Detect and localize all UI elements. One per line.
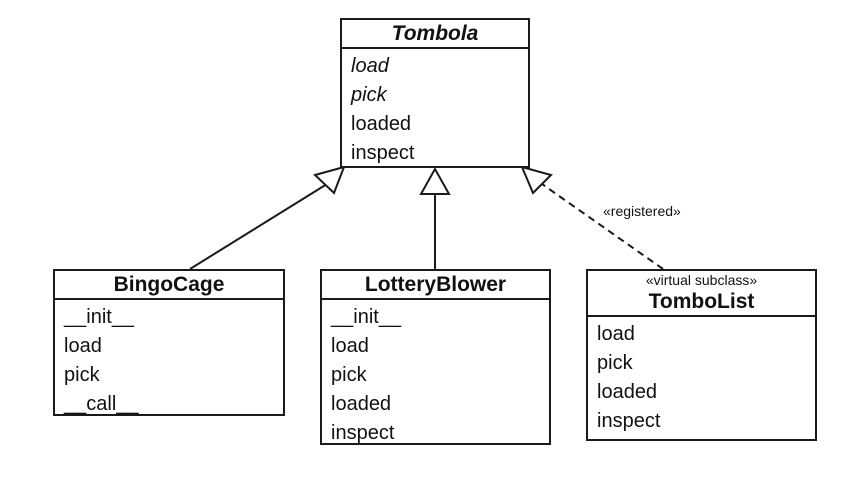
lotteryblower-inheritance-arrowhead bbox=[419, 166, 451, 195]
method-lotteryblower-loaded: loaded bbox=[331, 393, 392, 415]
method-bingocage-init: __init__ bbox=[64, 306, 135, 328]
tombolist-registration-line bbox=[541, 183, 664, 270]
class-stereotype-tombolist: «virtual subclass» bbox=[645, 272, 758, 288]
method-tombolist-pick: pick bbox=[597, 352, 633, 374]
class-name-tombola: Tombola bbox=[391, 22, 479, 45]
method-list-tombolist: load pick loaded inspect bbox=[588, 317, 815, 438]
method-lotteryblower-load: load bbox=[331, 335, 369, 357]
class-box-bingocage: BingoCage __init__ load pick __call__ bbox=[53, 269, 285, 416]
tombolist-registration-arrowhead bbox=[520, 165, 553, 195]
method-list-bingocage: __init__ load pick __call__ bbox=[55, 300, 283, 421]
method-bingocage-load: load bbox=[64, 335, 102, 357]
class-name-lotteryblower: LotteryBlower bbox=[364, 273, 507, 296]
method-tombolist-loaded: loaded bbox=[597, 381, 658, 403]
method-tombola-loaded: loaded bbox=[351, 113, 412, 135]
bingocage-inheritance-arrowhead bbox=[313, 165, 346, 195]
method-lotteryblower-inspect: inspect bbox=[331, 422, 395, 444]
method-bingocage-call: __call__ bbox=[64, 393, 139, 415]
method-bingocage-pick: pick bbox=[64, 364, 100, 386]
class-box-tombola: Tombola load pick loaded inspect bbox=[340, 18, 530, 168]
method-list-tombola: load pick loaded inspect bbox=[342, 49, 528, 170]
method-tombola-pick: pick bbox=[351, 84, 387, 106]
class-header-tombolist: «virtual subclass» TomboList bbox=[588, 271, 815, 317]
registered-relation-label: «registered» bbox=[603, 203, 681, 219]
class-name-tombolist: TomboList bbox=[648, 290, 755, 313]
method-list-lotteryblower: __init__ load pick loaded inspect bbox=[322, 300, 549, 450]
class-header-bingocage: BingoCage bbox=[55, 271, 283, 300]
method-lotteryblower-pick: pick bbox=[331, 364, 367, 386]
method-lotteryblower-init: __init__ bbox=[331, 306, 402, 328]
class-box-tombolist: «virtual subclass» TomboList load pick l… bbox=[586, 269, 817, 441]
method-tombolist-inspect: inspect bbox=[597, 410, 661, 432]
bingocage-inheritance-line bbox=[189, 183, 328, 270]
class-header-lotteryblower: LotteryBlower bbox=[322, 271, 549, 300]
class-name-bingocage: BingoCage bbox=[113, 273, 225, 296]
class-header-tombola: Tombola bbox=[342, 20, 528, 49]
method-tombolist-load: load bbox=[597, 323, 635, 345]
class-box-lotteryblower: LotteryBlower __init__ load pick loaded … bbox=[320, 269, 551, 445]
method-tombola-load: load bbox=[351, 55, 389, 77]
method-tombola-inspect: inspect bbox=[351, 142, 415, 164]
